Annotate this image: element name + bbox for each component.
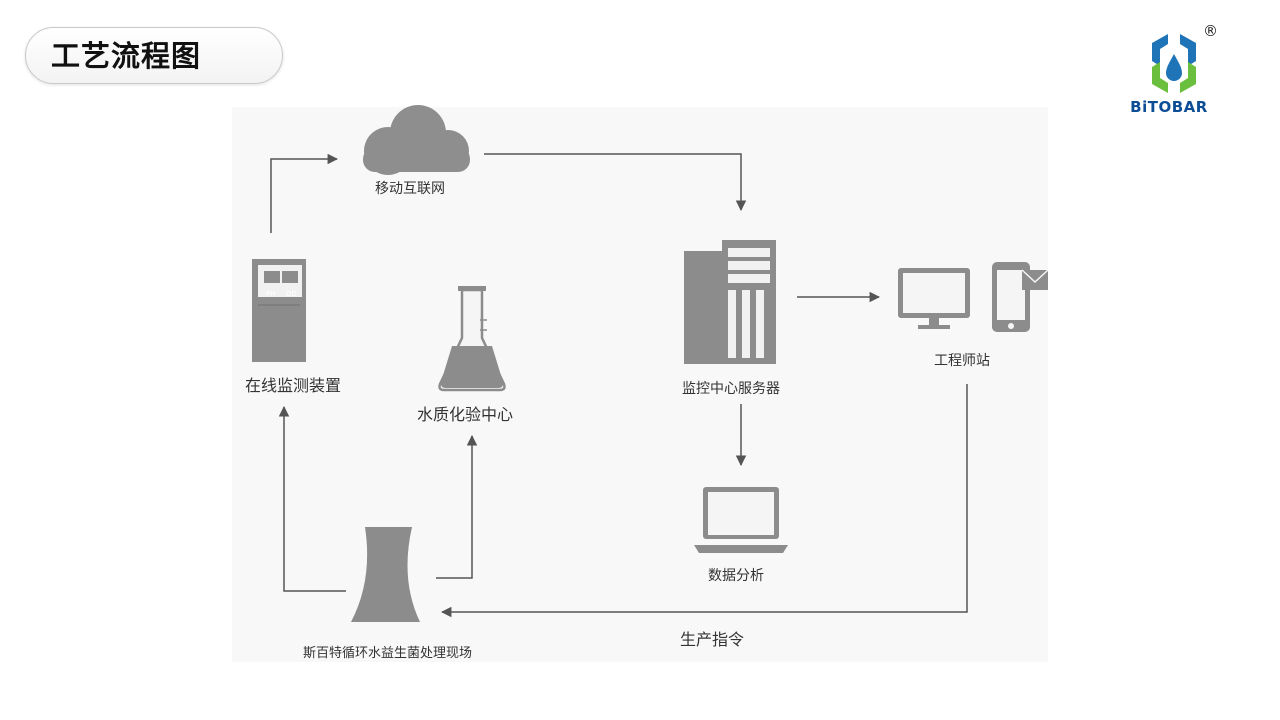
logo-text: BiTOBAR: [1130, 98, 1208, 116]
device-screen-label-1: PH: [266, 290, 276, 298]
arrow-site-to-lab: [436, 434, 478, 579]
flask-icon: [438, 286, 506, 392]
arrow-device-to-cloud: [270, 153, 339, 233]
arrow-site-to-device: [278, 405, 346, 592]
arrow-engineer-to-site: [440, 384, 968, 618]
laptop-icon: [694, 487, 788, 553]
arrow-cloud-to-server: [484, 153, 747, 212]
logo-drop: [1166, 54, 1182, 81]
cloud-icon: [363, 105, 470, 175]
page-title: 工艺流程图: [51, 39, 202, 73]
title-pill: [25, 27, 283, 84]
monitor-device-label: 在线监测装置: [245, 376, 342, 395]
cooling-tower-icon: [351, 527, 420, 622]
engineer-station-label: 工程师站: [934, 353, 990, 369]
device-screen-label-2: DD: [286, 290, 297, 298]
cloud-label: 移动互联网: [375, 181, 445, 197]
phone-icon: [992, 262, 1030, 332]
data-analysis-label: 数据分析: [708, 568, 764, 584]
logo-hex-left-top: [1152, 34, 1168, 66]
envelope-icon: [1021, 269, 1049, 290]
desktop-monitor-icon: [898, 268, 970, 329]
server-label: 监控中心服务器: [682, 381, 780, 397]
logo-hex-right-top: [1180, 34, 1196, 66]
server-icon: [684, 240, 776, 364]
bitobar-logo: [1152, 34, 1196, 93]
registered-mark: ®: [1203, 22, 1218, 40]
production-command-label: 生产指令: [680, 630, 745, 649]
logo-hex-right-bottom: [1180, 62, 1196, 93]
logo-hex-left-bottom: [1152, 62, 1168, 93]
monitor-device-icon: [252, 259, 306, 362]
site-label: 斯百特循环水益生菌处理现场: [303, 646, 473, 661]
lab-label: 水质化验中心: [417, 405, 514, 424]
